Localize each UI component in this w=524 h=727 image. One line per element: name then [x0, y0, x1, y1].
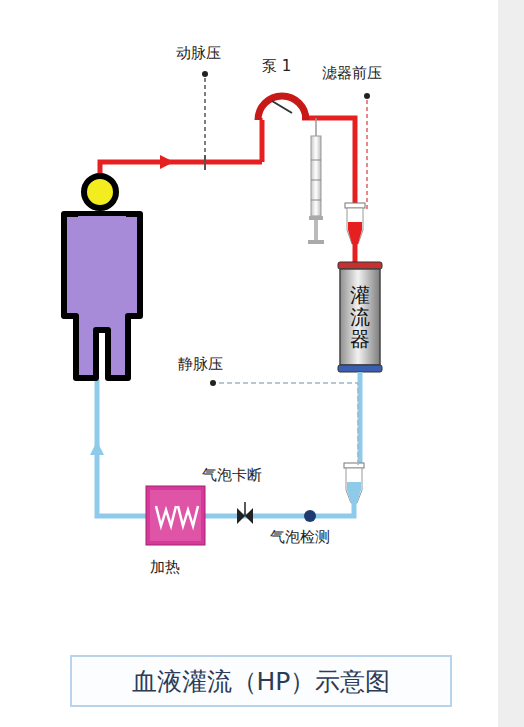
caption: 血液灌流（HP）示意图 — [132, 665, 391, 698]
part-label: 动脉压 — [176, 44, 221, 62]
part-label: 加热 — [150, 558, 180, 576]
part-label: 气泡卡断 — [202, 466, 262, 484]
perfusion-cartridge: 灌流器 — [340, 269, 380, 365]
vertical-label: 灌流器 — [350, 284, 370, 350]
part-label: 滤器前压 — [322, 64, 382, 82]
part-label: 静脉压 — [178, 355, 223, 373]
part-label: 气泡检测 — [270, 528, 330, 546]
part-label: 泵 1 — [262, 57, 291, 75]
caption-band: 血液灌流（HP）示意图 — [70, 655, 452, 707]
